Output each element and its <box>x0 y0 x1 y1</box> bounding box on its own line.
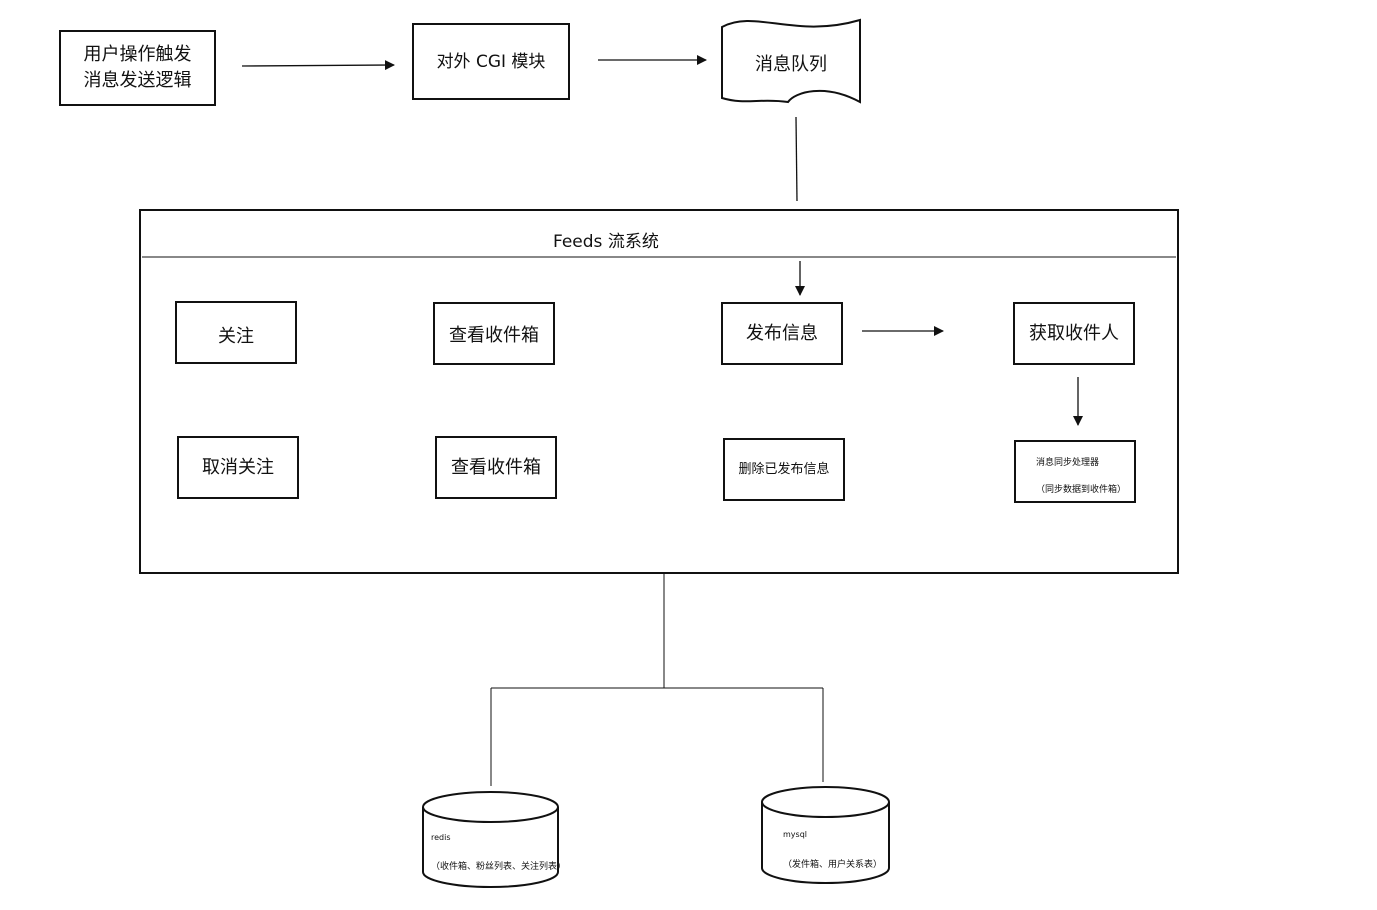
cgi-module-node: 对外 CGI 模块 <box>412 23 570 100</box>
message-queue-label: 消息队列 <box>755 54 827 75</box>
mysql-note: （发件箱、用户关系表） <box>783 860 883 870</box>
view-inbox-node-2: 查看收件箱 <box>435 436 557 499</box>
unfollow-node: 取消关注 <box>177 436 299 499</box>
feeds-system-container <box>139 209 1179 574</box>
publish-message-node: 发布信息 <box>721 302 843 365</box>
line-queue-to-feeds <box>795 116 798 202</box>
delete-published-label: 删除已发布信息 <box>738 461 830 477</box>
get-recipients-node: 获取收件人 <box>1013 302 1135 365</box>
get-recipients-label: 获取收件人 <box>1029 322 1119 344</box>
view-inbox-label-2: 查看收件箱 <box>451 456 541 478</box>
redis-database-shape <box>422 791 559 888</box>
redis-title: redis <box>431 833 451 842</box>
follow-label: 关注 <box>218 325 254 347</box>
follow-node: 关注 <box>175 301 297 364</box>
user-trigger-node: 用户操作触发 消息发送逻辑 <box>59 30 216 106</box>
redis-note: （收件箱、粉丝列表、关注列表） <box>431 862 567 872</box>
arrow-trigger-to-cgi <box>241 60 395 71</box>
delete-published-node: 删除已发布信息 <box>723 438 845 501</box>
mysql-title: mysql <box>783 830 807 839</box>
message-queue-shape <box>721 18 861 104</box>
publish-message-label: 发布信息 <box>746 322 818 344</box>
sync-processor-title: 消息同步处理器 <box>1036 458 1100 468</box>
view-inbox-node-1: 查看收件箱 <box>433 302 555 365</box>
cgi-module-label: 对外 CGI 模块 <box>436 51 546 72</box>
feeds-system-title: Feeds 流系统 <box>553 232 659 252</box>
mysql-database-shape <box>761 786 890 884</box>
view-inbox-label-1: 查看收件箱 <box>449 324 539 346</box>
sync-processor-note: （同步数据到收件箱） <box>1036 485 1127 495</box>
unfollow-label: 取消关注 <box>202 456 274 478</box>
sync-processor-node <box>1014 440 1136 503</box>
user-trigger-label: 用户操作触发 消息发送逻辑 <box>83 44 192 91</box>
